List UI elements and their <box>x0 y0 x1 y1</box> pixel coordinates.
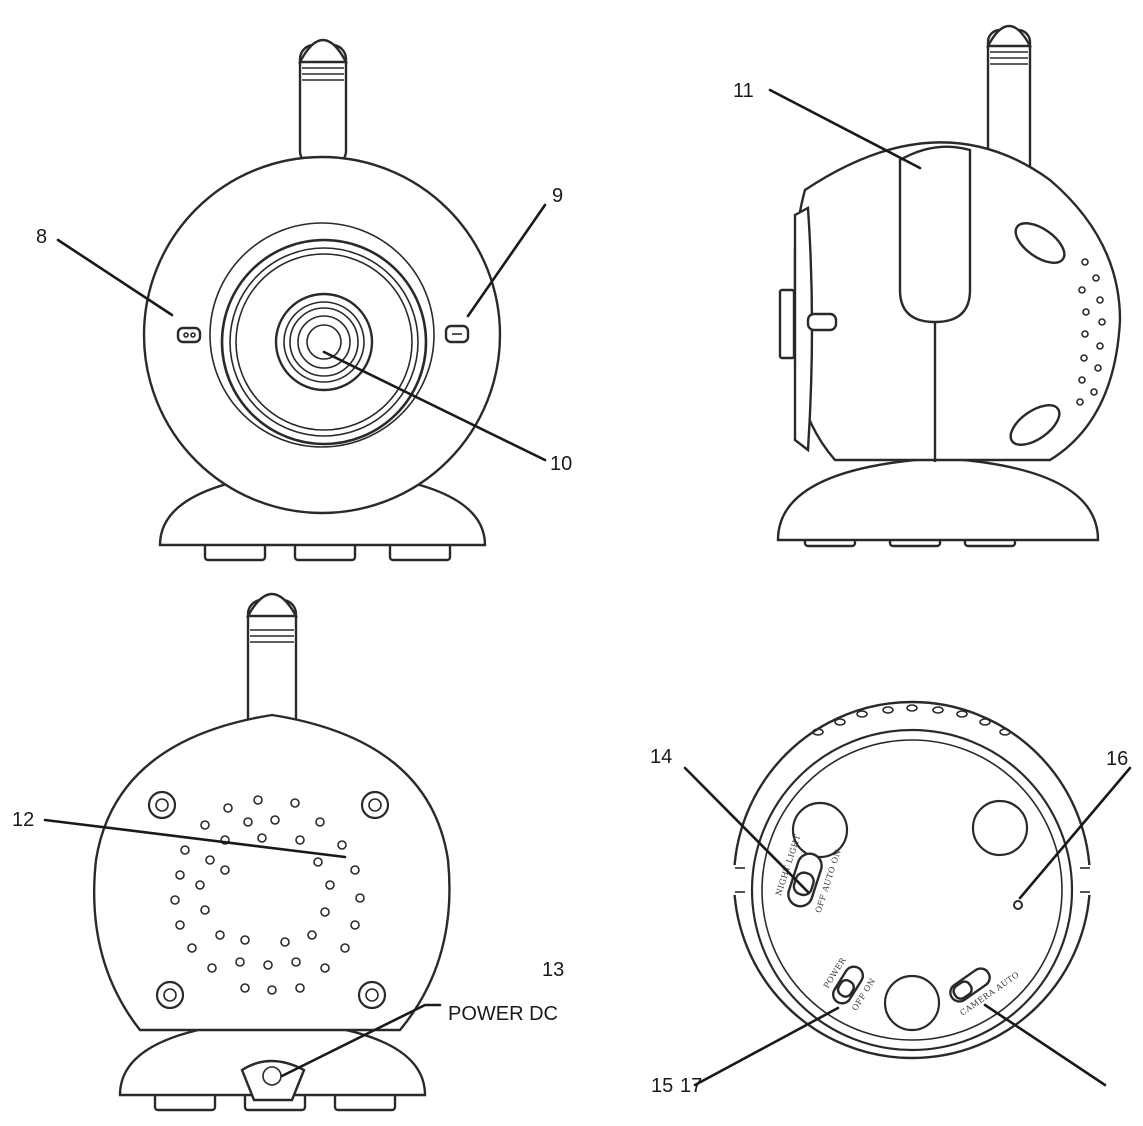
callout-10: 10 <box>550 453 572 475</box>
power-dc-socket <box>240 1059 306 1102</box>
callout-9: 9 <box>552 185 563 207</box>
antenna-front <box>298 38 348 167</box>
callout-13: 13 <box>542 959 564 981</box>
screws <box>147 790 390 1010</box>
leader-11 <box>768 88 922 170</box>
bottom-vents <box>812 704 1011 736</box>
lens <box>220 238 428 446</box>
callout-11: 11 <box>733 80 754 102</box>
base-back <box>118 1018 427 1112</box>
callout-17: 17 <box>680 1075 702 1097</box>
leader-8 <box>56 238 174 317</box>
right-sensor <box>444 324 470 344</box>
leader-12 <box>43 818 347 859</box>
speaker-grille <box>170 795 365 995</box>
side-speaker-holes <box>1076 258 1106 406</box>
side-view <box>768 25 1122 548</box>
leader-9 <box>466 203 547 318</box>
callout-power-dc: POWER DC <box>448 1003 558 1025</box>
camera-body-front <box>142 155 502 515</box>
left-sensor <box>176 326 202 344</box>
front-view <box>56 38 547 562</box>
leader-power-dc <box>280 1003 442 1078</box>
leader-camera-switch <box>983 1003 1107 1087</box>
callout-12: 12 <box>12 809 34 831</box>
antenna-back <box>245 592 299 752</box>
camera-body-back <box>93 713 451 1032</box>
leader-10 <box>322 350 547 462</box>
callout-8: 8 <box>36 226 47 248</box>
leader-15-17 <box>693 1006 840 1087</box>
bottom-view: NIGHT LIGHT OFF AUTO ON POWER OFF ON CAM… <box>683 700 1132 1087</box>
back-view <box>43 592 451 1112</box>
leader-14 <box>683 766 810 894</box>
callout-16: 16 <box>1106 748 1128 770</box>
base-side <box>776 456 1100 548</box>
callout-15: 15 <box>651 1075 673 1097</box>
leader-16 <box>1018 766 1132 900</box>
antenna-mount <box>898 145 972 324</box>
callout-14: 14 <box>650 746 672 768</box>
